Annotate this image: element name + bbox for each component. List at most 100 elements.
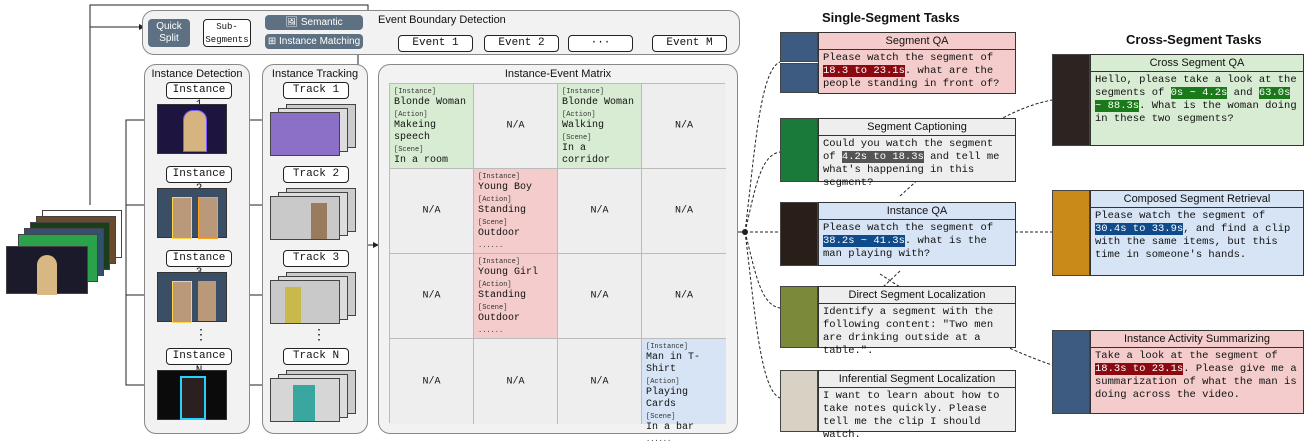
time-highlight: 38.2s ~ 41.3s: [823, 235, 905, 247]
matrix-cell: N/A: [558, 169, 642, 254]
na-label: N/A: [590, 376, 609, 387]
instance-qa-thumbs: [780, 202, 818, 266]
scene-tag: [Scene]: [478, 219, 508, 227]
sub-segments-box: Sub-Segments: [203, 19, 251, 47]
cross-qa-text: Hello, please take a look at the segment…: [1091, 72, 1303, 128]
instance-n-frame: [157, 370, 227, 420]
inferential-localization-card: Inferential Segment Localization I want …: [818, 370, 1016, 441]
matrix-grid: [Instance] Blonde Woman [Action] Makeing…: [389, 83, 726, 444]
instance-n-label: Instance N: [166, 348, 232, 377]
matrix-cell: N/A: [390, 254, 474, 339]
scene-tag: [Scene]: [394, 146, 424, 154]
inferential-thumbs: [780, 370, 818, 432]
instance-1-label: Instance 1: [166, 82, 232, 111]
text-part: Please watch the segment of: [823, 222, 994, 234]
single-segment-title: Single-Segment Tasks: [822, 10, 960, 25]
matrix-cell: N/A: [390, 169, 474, 254]
captioning-card: Segment Captioning Could you watch the s…: [818, 118, 1016, 189]
event-ellipsis: ···: [568, 35, 633, 52]
summarizing-card: Instance Activity Summarizing Take a loo…: [1090, 330, 1304, 414]
quick-split-button[interactable]: Quick Split: [148, 19, 190, 47]
matrix-cell: N/A: [558, 254, 642, 339]
text-part: Please watch the segment of: [1095, 210, 1266, 222]
more-tag: ......: [478, 327, 504, 335]
na-label: N/A: [674, 205, 693, 217]
cross-qa-title: Cross Segment QA: [1091, 55, 1303, 72]
instance-tag: [Instance]: [562, 88, 605, 96]
captioning-title: Segment Captioning: [819, 119, 1015, 136]
na-label: N/A: [674, 290, 693, 302]
text-part: and tell me what's happening in this seg…: [823, 151, 1000, 189]
more-tag: ......: [478, 242, 504, 250]
input-video-stack: [6, 210, 126, 295]
scene-value: Outdoor: [478, 228, 521, 239]
instance-qa-text: Please watch the segment of 38.2s ~ 41.3…: [819, 220, 1015, 263]
retrieval-card: Composed Segment Retrieval Please watch …: [1090, 190, 1304, 276]
instance-tag: [Instance]: [394, 88, 437, 96]
inferential-localization-text: I want to learn about how to take notes …: [823, 390, 1000, 441]
retrieval-title: Composed Segment Retrieval: [1091, 191, 1303, 208]
instance-tag: [Instance]: [478, 258, 521, 266]
matrix-cell: [Instance] Blonde Woman [Action] Makeing…: [390, 84, 474, 177]
track-1-stack: [270, 104, 360, 160]
scene-value: In a bar: [646, 422, 695, 433]
cross-qa-thumbs: [1052, 54, 1090, 146]
text-part: Could you watch the segment of: [823, 138, 994, 163]
event-2: Event 2: [484, 35, 559, 52]
grid-icon: ⊞: [267, 36, 277, 47]
retrieval-thumbs: [1052, 190, 1090, 276]
time-highlight: 18.3s to 23.1s: [1095, 363, 1184, 375]
instance-value: Man in T-Shirt: [646, 352, 701, 375]
instance-matching-label: Instance Matching: [279, 36, 361, 47]
instance-tracking-title: Instance Tracking: [271, 68, 359, 80]
detection-ellipsis: ⋮: [194, 326, 208, 342]
direct-thumbs: [780, 286, 818, 348]
event-1: Event 1: [398, 35, 473, 52]
track-n-label: Track N: [283, 348, 349, 365]
action-value: Standing: [478, 290, 527, 301]
action-tag: [Action]: [478, 281, 512, 289]
instance-qa-card: Instance QA Please watch the segment of …: [818, 202, 1016, 266]
na-label: N/A: [506, 376, 525, 387]
instance-1-frame: [157, 104, 227, 154]
instance-value: Blonde Woman: [562, 97, 635, 108]
track-1-label: Track 1: [283, 82, 349, 99]
direct-localization-card: Direct Segment Localization Identify a s…: [818, 286, 1016, 357]
matrix-cell: N/A: [474, 339, 558, 424]
matrix-cell: N/A: [642, 169, 726, 254]
track-2-label: Track 2: [283, 166, 349, 183]
scene-tag: [Scene]: [562, 134, 592, 142]
text-part: , and find a clip with the same items, b…: [1095, 223, 1291, 261]
instance-matching-button[interactable]: ⊞ Instance Matching: [265, 34, 363, 49]
na-label: N/A: [590, 290, 609, 302]
summarizing-title: Instance Activity Summarizing: [1091, 331, 1303, 348]
instance-3-label: Instance 3: [166, 250, 232, 279]
action-tag: [Action]: [478, 196, 512, 204]
matrix-cell: N/A: [642, 84, 726, 169]
time-highlight: 0s ~ 4.2s: [1170, 87, 1228, 99]
time-highlight: 30.4s to 33.9s: [1095, 223, 1184, 235]
instance-value: Blonde Woman: [394, 97, 467, 108]
text-part: . what is the man playing with?: [823, 235, 987, 260]
summarizing-text: Take a look at the segment of 18.3s to 2…: [1091, 348, 1303, 404]
action-value: Makeing speech: [394, 120, 437, 143]
segment-qa-thumbs: [780, 32, 818, 94]
cross-segment-title: Cross-Segment Tasks: [1126, 32, 1262, 47]
scene-value: In a corridor: [562, 143, 611, 166]
instance-qa-title: Instance QA: [819, 203, 1015, 220]
matrix-cell: N/A: [558, 339, 642, 424]
instance-tag: [Instance]: [646, 343, 689, 351]
scene-tag: [Scene]: [646, 413, 676, 421]
na-label: N/A: [422, 376, 441, 387]
track-3-label: Track 3: [283, 250, 349, 267]
tracking-ellipsis: ⋮: [312, 326, 326, 342]
summarizing-thumbs: [1052, 330, 1090, 414]
semantic-matching-button[interactable]: 🖼 Semantic Matching: [265, 15, 363, 43]
text-part: Hello, please take a look at the segment…: [1095, 74, 1297, 99]
captioning-text: Could you watch the segment of 4.2s to 1…: [819, 136, 1015, 192]
time-highlight: 18.3 to 23.1s: [823, 65, 905, 77]
na-label: N/A: [506, 120, 525, 132]
direct-localization-title: Direct Segment Localization: [819, 287, 1015, 304]
na-label: N/A: [674, 120, 693, 132]
scene-value: Outdoor: [478, 313, 521, 324]
